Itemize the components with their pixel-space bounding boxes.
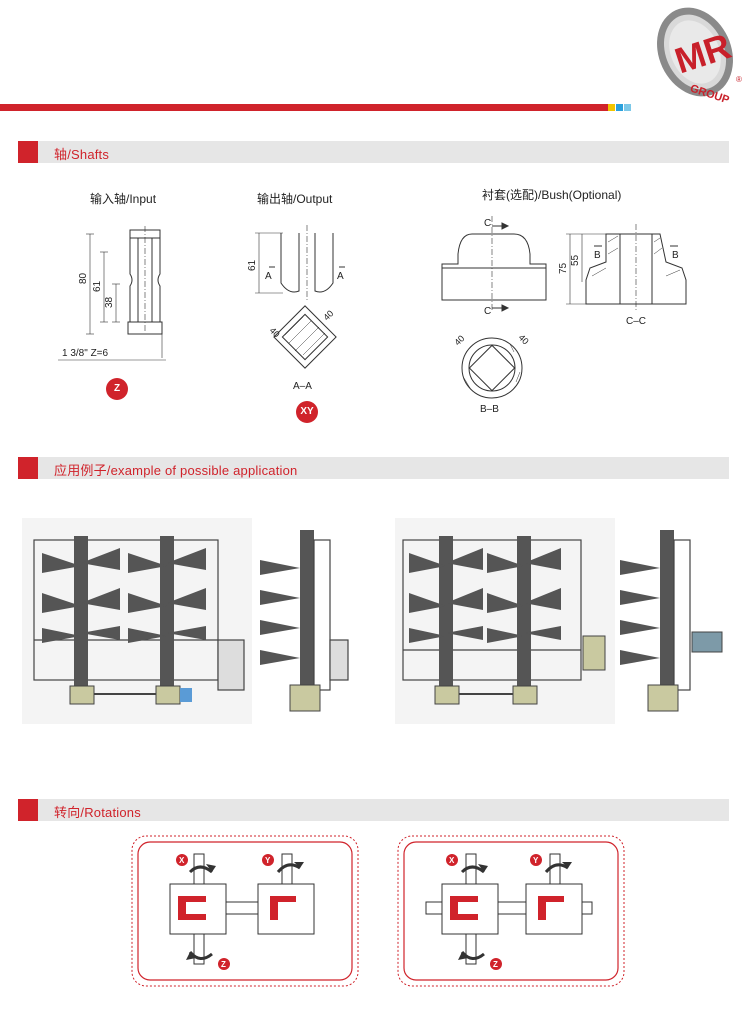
input-dim-61: 61 <box>92 280 103 292</box>
section-mark <box>18 141 38 163</box>
section-bar-application: 应用例子/example of possible application <box>18 457 729 479</box>
application-machine-front-2 <box>395 518 615 724</box>
input-badge: Z <box>106 378 128 400</box>
bush-section-cc: C–C <box>626 316 646 327</box>
rotation1-x-label: X <box>179 856 185 865</box>
application-machine-side-2 <box>620 530 723 712</box>
header-square-yellow <box>608 104 615 111</box>
section-title-application: 应用例子/example of possible application <box>54 463 298 478</box>
input-spec: 1 3/8" Z=6 <box>62 348 109 359</box>
bush-drawing: C C 75 55 B B C–C 40 40 B–B <box>441 216 687 415</box>
rotation1-y-label: Y <box>265 856 271 865</box>
bush-dim-40-left: 40 <box>452 333 466 347</box>
rotation-diagram-2: X Y Z <box>397 835 625 987</box>
section-bar-rotations: 转向/Rotations <box>18 799 729 821</box>
output-section-mark-right: A <box>337 271 344 282</box>
bush-dim-40-right: 40 <box>517 332 531 346</box>
output-section-mark-left: A <box>265 271 272 282</box>
header-square-cyan <box>624 104 631 111</box>
bush-dim-75: 75 <box>558 262 569 274</box>
application-machine-side-1 <box>260 530 349 712</box>
section-bar-shafts: 轴/Shafts <box>18 141 729 163</box>
bush-section-bb: B–B <box>480 404 499 415</box>
input-shaft-drawing: 80 61 38 1 3/8" Z=6 <box>58 226 166 361</box>
rotation-diagram-1: X Y Z <box>131 835 359 987</box>
rotation1-z-label: Z <box>221 960 226 969</box>
section-title-rotations: 转向/Rotations <box>54 805 141 820</box>
output-section-label: A–A <box>293 381 312 392</box>
logo-registered: ® <box>736 75 742 84</box>
output-dim-40-right: 40 <box>321 308 335 322</box>
header-rule <box>0 104 608 111</box>
input-dim-38: 38 <box>104 296 115 308</box>
mr-group-logo: MR GROUP ® <box>657 7 742 106</box>
bush-dim-55: 55 <box>570 254 581 266</box>
section-mark <box>18 457 38 479</box>
input-dim-80: 80 <box>78 272 89 284</box>
bush-mark-b-right: B <box>672 250 679 261</box>
bush-mark-c-bottom: C <box>484 306 491 317</box>
header-square-blue <box>616 104 623 111</box>
output-dim-61: 61 <box>247 259 258 271</box>
output-shaft-drawing: 61 A A 40 40 A–A <box>247 225 345 392</box>
bush-caption: 衬套(选配)/Bush(Optional) <box>482 188 622 202</box>
bush-mark-b-left: B <box>594 250 601 261</box>
section-mark <box>18 799 38 821</box>
rotation2-z-label: Z <box>493 960 498 969</box>
input-shaft-caption: 输入轴/Input <box>90 192 157 206</box>
rotation2-x-label: X <box>449 856 455 865</box>
rotation2-y-label: Y <box>533 856 539 865</box>
bush-mark-c-top: C <box>484 218 491 229</box>
output-badge: XY <box>296 401 318 423</box>
application-machine-front-1 <box>22 518 252 724</box>
output-shaft-caption: 输出轴/Output <box>257 192 333 206</box>
section-title-shafts: 轴/Shafts <box>54 147 110 162</box>
